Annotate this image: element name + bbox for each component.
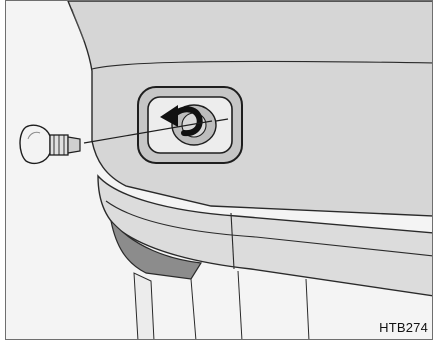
illustration-frame	[5, 0, 433, 340]
figure-code: HTB274	[379, 320, 428, 335]
vehicle-rear-illustration	[6, 1, 433, 340]
body-panel	[68, 1, 433, 216]
